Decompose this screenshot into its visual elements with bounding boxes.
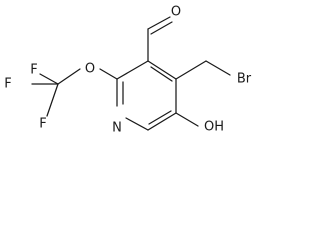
bromine-label: Br xyxy=(237,72,252,87)
fluorine-bottom-label: F xyxy=(39,117,46,132)
bond-cf3-f-bottom xyxy=(46,83,59,117)
fluorine-left-label: F xyxy=(4,77,11,92)
bond-c5-oh xyxy=(175,112,199,127)
atom-labels: O O N Br OH F F F xyxy=(4,5,252,136)
bond-ring-c3-c4 xyxy=(147,60,177,80)
ring-nitrogen-label: N xyxy=(112,121,122,136)
fluorine-top-label: F xyxy=(30,63,37,78)
bonds xyxy=(31,16,231,131)
aldehyde-oxygen-label: O xyxy=(171,5,181,20)
bond-aldehyde-c-o xyxy=(147,16,171,30)
bond-c2-ether-o xyxy=(99,68,118,80)
hydroxyl-label: OH xyxy=(204,120,224,135)
ether-oxygen-label: O xyxy=(85,62,95,77)
bond-ether-o-cf3 xyxy=(57,68,81,85)
bond-ring-c2-c3 xyxy=(116,60,149,80)
bond-ring-c5-c6-inner xyxy=(148,110,172,125)
bond-aldehyde-c-o-double xyxy=(150,21,173,35)
bond-ring-c3-c4-inner xyxy=(150,66,173,82)
bond-ring-c5-c6 xyxy=(147,112,177,131)
bond-c4-ch2 xyxy=(175,60,207,80)
bond-ring-c6-n xyxy=(125,117,149,131)
bond-cf3-f-top xyxy=(39,73,59,85)
bond-ch2-br xyxy=(205,60,231,76)
chemical-structure: O O N Br OH F F F xyxy=(4,5,252,136)
